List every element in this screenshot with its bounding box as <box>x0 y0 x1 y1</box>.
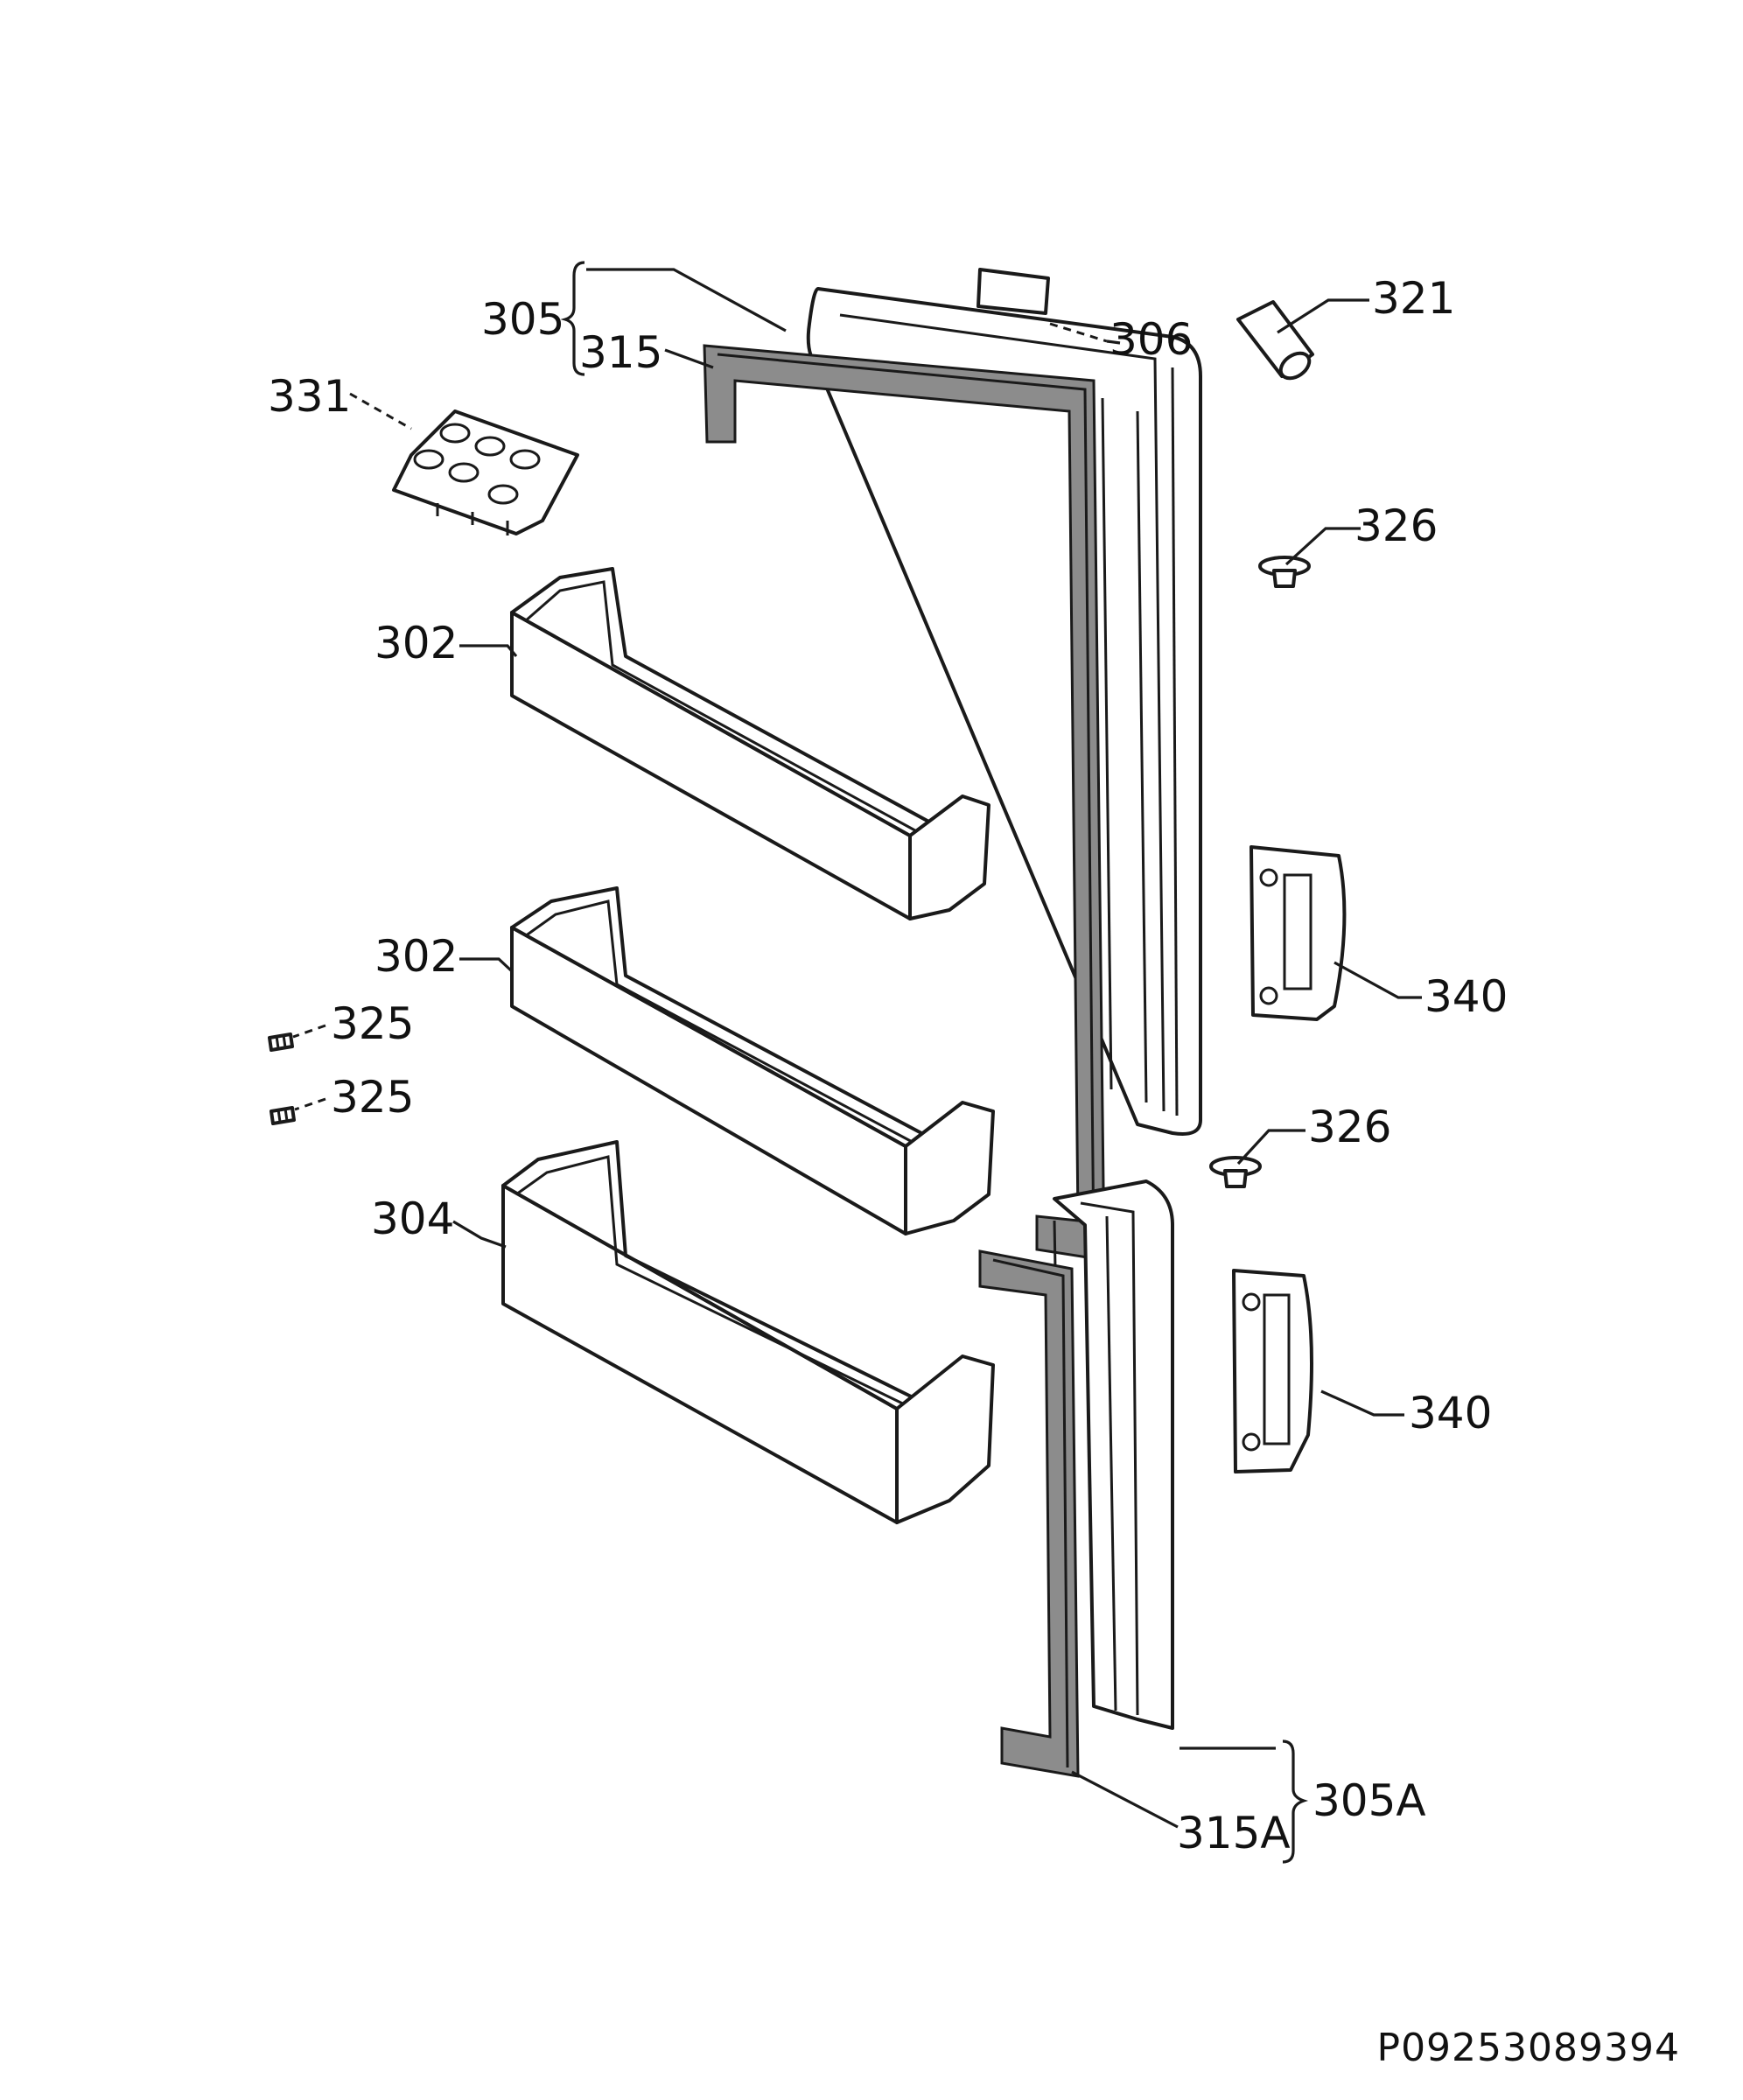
label-326-lower: 326 <box>1308 1102 1391 1152</box>
screw-upper <box>268 1032 294 1052</box>
label-325-lower: 325 <box>331 1072 414 1123</box>
leader-lines <box>292 268 1422 1829</box>
label-340-lower: 340 <box>1409 1388 1492 1438</box>
door-shelf-bottom <box>501 1140 995 1524</box>
hinge-pin <box>1236 300 1314 381</box>
brace-305A <box>1282 1740 1309 1864</box>
plug-upper <box>1258 556 1311 588</box>
label-plate <box>976 268 1050 315</box>
label-302-upper: 302 <box>374 618 458 668</box>
label-325-upper: 325 <box>331 998 414 1049</box>
drawing-code: P09253089394 <box>1377 2026 1680 2070</box>
label-340-upper: 340 <box>1424 971 1508 1022</box>
egg-tray <box>392 410 579 536</box>
label-304: 304 <box>371 1194 454 1244</box>
label-305: 305 <box>481 294 564 345</box>
door-shelf-upper <box>510 567 990 920</box>
lower-door-gasket <box>978 1250 1080 1778</box>
plug-lower <box>1209 1156 1262 1188</box>
handle-upper <box>1250 845 1347 1021</box>
label-326-upper: 326 <box>1354 500 1438 551</box>
label-302-middle: 302 <box>374 931 458 982</box>
brace-305 <box>560 261 585 376</box>
label-315: 315 <box>579 327 662 378</box>
door-shelf-middle <box>510 886 995 1236</box>
screw-lower <box>270 1106 296 1125</box>
label-315A: 315A <box>1177 1808 1291 1858</box>
label-321: 321 <box>1372 273 1455 324</box>
upper-door-panel <box>806 287 1202 1136</box>
label-331: 331 <box>268 371 351 422</box>
handle-lower <box>1232 1269 1313 1474</box>
label-305A: 305A <box>1312 1775 1426 1826</box>
label-306: 306 <box>1110 314 1193 365</box>
